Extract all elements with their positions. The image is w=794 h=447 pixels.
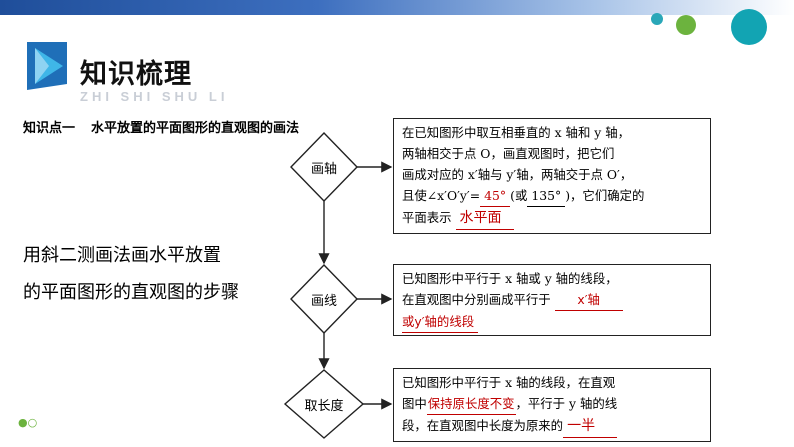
answer-half: 一半 — [563, 416, 618, 438]
step3-line2: 图中保持原长度不变，平行于 y 轴的线 — [402, 393, 702, 415]
step1-line2: 两轴相交于点 O，画直观图时，把它们 — [402, 146, 615, 161]
step3-line2-prefix: 图中 — [402, 396, 427, 411]
answer-plane: 水平面 — [455, 208, 514, 230]
node-label-lines: 画线 — [310, 294, 337, 309]
step1-line1: 在已知图形中取互相垂直的 x 轴和 y 轴， — [402, 125, 630, 140]
step2-line3: 或y′轴的线段 — [402, 311, 702, 333]
step-box-lines: 已知图形中平行于 x 轴或 y 轴的线段， 在直观图中分别画成平行于 x′轴 或… — [393, 264, 711, 336]
section-subtitle: ZHI SHI SHU LI — [80, 89, 229, 104]
answer-angle: 45° — [480, 185, 511, 207]
step3-line1: 已知图形中平行于 x 轴的线段，在直观 — [402, 375, 616, 390]
step3-line2-suffix: ，平行于 y 轴的线 — [515, 396, 618, 411]
knowledge-point-text: 水平放置的平面图形的直观图的画法 — [91, 121, 300, 136]
angle-suffix: )，它们确定的 — [565, 188, 645, 203]
knowledge-point-heading: 知识点一水平放置的平面图形的直观图的画法 — [23, 117, 299, 136]
step2-line1: 已知图形中平行于 x 轴或 y 轴的线段， — [402, 271, 618, 286]
answer-keep-length: 保持原长度不变 — [426, 393, 516, 415]
answer-x-axis: x′轴 — [554, 289, 623, 311]
knowledge-point-label: 知识点一 — [23, 121, 76, 136]
decor-dot-mid — [676, 15, 696, 35]
step3-line3: 段，在直观图中长度为原来的一半 — [402, 415, 702, 438]
decor-footer-dots: ●○ — [18, 416, 38, 429]
plane-prefix: 平面表示 — [402, 210, 452, 225]
step1-line5: 平面表示 水平面 — [402, 207, 702, 230]
node-label-axes: 画轴 — [310, 162, 337, 177]
angle-prefix: 且使∠x′O′y′= — [402, 188, 481, 203]
side-text-line2: 的平面图形的直观图的步骤 — [23, 282, 239, 303]
step-box-length: 已知图形中平行于 x 轴的线段，在直观 图中保持原长度不变，平行于 y 轴的线 … — [393, 368, 711, 442]
node-label-length: 取长度 — [304, 399, 344, 414]
angle-middle: (或 — [510, 188, 528, 203]
section-logo-icon — [27, 42, 67, 90]
step2-line2: 在直观图中分别画成平行于 x′轴 — [402, 289, 702, 311]
section-title: 知识梳理 — [80, 59, 192, 90]
diamond-step-3 — [283, 369, 365, 439]
step3-line3-prefix: 段，在直观图中长度为原来的 — [402, 418, 564, 433]
step-box-axes: 在已知图形中取互相垂直的 x 轴和 y 轴， 两轴相交于点 O，画直观图时，把它… — [393, 118, 711, 234]
decor-dot-large — [731, 9, 767, 45]
answer-angle-alt: 135° — [527, 185, 566, 207]
side-text-line1: 用斜二测画法画水平放置 — [23, 245, 221, 266]
step1-line3: 画成对应的 x′轴与 y′轴，两轴交于点 O′， — [402, 167, 633, 182]
decor-dot-small — [651, 13, 663, 25]
top-banner — [0, 0, 794, 15]
step2-line2-prefix: 在直观图中分别画成平行于 — [402, 292, 551, 307]
answer-y-axis-lines: 或y′轴的线段 — [402, 311, 479, 333]
